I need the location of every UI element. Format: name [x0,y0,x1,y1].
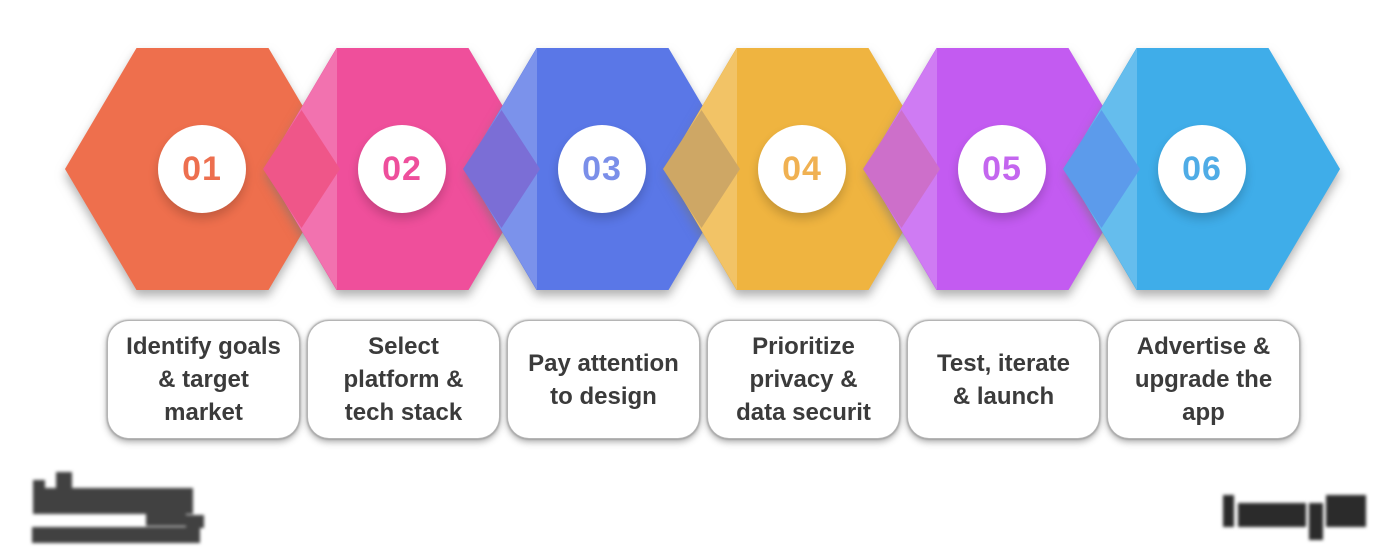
step-number-circle-2: 02 [358,125,446,213]
step-label-card-2: Select platform & tech stack [307,320,500,439]
step-label-6: Advertise & upgrade the app [1134,333,1273,426]
step-label-card-3: Pay attention to design [507,320,700,439]
step-number-6: 06 [1182,149,1222,188]
step-label-card-5: Test, iterate & launch [907,320,1100,439]
step-number-5: 05 [982,149,1022,188]
step-number-1: 01 [182,149,222,188]
step-label-card-1: Identify goals & target market [107,320,300,439]
step-number-circle-3: 03 [558,125,646,213]
step-number-circle-1: 01 [158,125,246,213]
step-number-circle-4: 04 [758,125,846,213]
step-label-5: Test, iterate & launch [937,349,1070,410]
step-number-2: 02 [382,149,422,188]
step-label-card-6: Advertise & upgrade the app [1107,320,1300,439]
step-label-4: Prioritize privacy & data securit [736,333,871,426]
blurred-logo-right [1220,492,1370,547]
logo-underline-bar [32,527,200,543]
step-number-circle-6: 06 [1158,125,1246,213]
step-number-circle-5: 05 [958,125,1046,213]
step-label-2: Select platform & tech stack [343,333,464,426]
blurred-logo-left [30,468,215,548]
step-number-3: 03 [582,149,622,188]
step-label-1: Identify goals & target market [126,333,281,426]
step-label-card-4: Prioritize privacy & data securit [707,320,900,439]
step-label-3: Pay attention to design [528,349,679,410]
step-number-4: 04 [782,149,822,188]
